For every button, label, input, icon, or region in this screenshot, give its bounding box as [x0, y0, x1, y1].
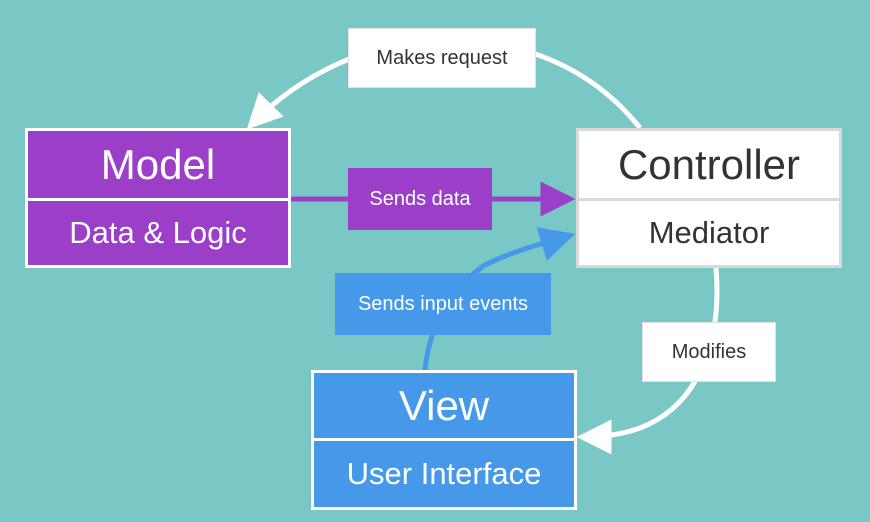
model-subtitle: Data & Logic [69, 215, 247, 250]
controller-title: Controller [579, 131, 839, 201]
makes-request-label: Makes request [348, 28, 536, 88]
arrow-modifies [576, 267, 720, 455]
sends-input-events-label: Sends input events [335, 273, 551, 335]
view-box: View User Interface [311, 370, 577, 510]
view-title: View [314, 373, 574, 441]
model-title: Model [28, 131, 288, 201]
controller-box: Controller Mediator [576, 128, 842, 268]
modifies-label: Modifies [642, 322, 776, 382]
controller-subtitle: Mediator [648, 215, 770, 250]
view-subtitle: User Interface [346, 456, 542, 491]
sends-data-label: Sends data [348, 168, 492, 230]
model-box: Model Data & Logic [25, 128, 291, 268]
